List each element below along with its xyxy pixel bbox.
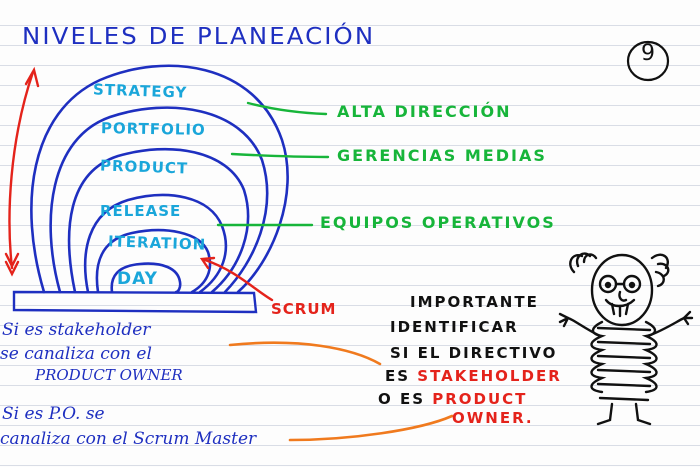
base-platform	[12, 290, 258, 314]
note-product: PRODUCT	[432, 390, 528, 408]
note-line-3: SI EL DIRECTIVO	[390, 344, 558, 362]
note-line-4: ES STAKEHOLDER	[385, 369, 562, 384]
note-stakeholder: STAKEHOLDER	[417, 367, 562, 385]
page-number: 9	[641, 41, 655, 66]
level-portfolio-label: PORTFOLIO	[100, 119, 206, 139]
planning-onion	[30, 64, 289, 294]
level-strategy-label: STRATEGY	[92, 80, 188, 102]
handwritten-line-4: Si es P.O. se	[2, 404, 105, 424]
page-title: NIVELES DE PLANEACIÓN	[22, 24, 376, 50]
arch-release	[83, 193, 228, 294]
level-iteration-label: ITERATION	[107, 232, 207, 254]
arch-day	[110, 262, 182, 294]
note-line-2: IDENTIFICAR	[390, 318, 519, 336]
role-gerencias-medias: GERENCIAS MEDIAS	[337, 146, 547, 165]
note-line-4-prefix: ES	[385, 367, 418, 385]
arch-strategy	[30, 64, 289, 294]
handwritten-line-2: se canaliza con el	[0, 344, 152, 364]
level-day-label: DAY	[117, 269, 158, 289]
level-release-label: RELEASE	[100, 202, 182, 220]
page-number-circle	[626, 40, 670, 82]
note-line-5-prefix: O ES	[378, 390, 433, 408]
role-equipos-operativos: EQUIPOS OPERATIVOS	[320, 213, 556, 232]
arch-portfolio	[49, 106, 269, 294]
vertical-arrow	[4, 66, 40, 277]
handwritten-line-1: Si es stakeholder	[2, 320, 151, 340]
note-owner: OWNER.	[452, 409, 534, 427]
handwritten-line-3: PRODUCT OWNER	[35, 366, 183, 384]
note-line-1: IMPORTANTE	[410, 293, 539, 311]
scrum-arrow	[199, 256, 274, 302]
role-alta-direccion: ALTA DIRECCIÓN	[337, 102, 512, 121]
note-line-5: O ES PRODUCT	[378, 392, 527, 407]
connector-lines	[216, 101, 330, 227]
arch-iteration	[95, 228, 212, 294]
character-figure	[558, 252, 694, 426]
handwritten-line-5: canaliza con el Scrum Master	[0, 429, 257, 449]
scrum-label: SCRUM	[271, 300, 337, 318]
level-product-label: PRODUCT	[99, 156, 189, 178]
orange-links	[228, 341, 454, 442]
arch-product	[67, 147, 250, 294]
